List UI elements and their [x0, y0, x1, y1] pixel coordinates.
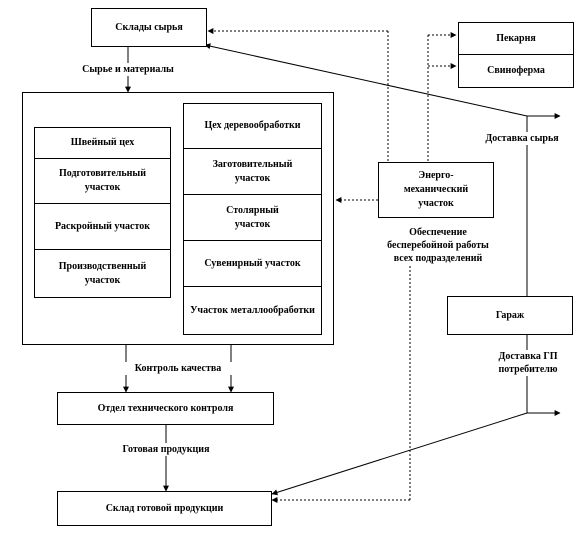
gp-delivery-line-1: Доставка ГП [498, 351, 558, 362]
raw-delivery-label: Доставка сырья [470, 132, 574, 145]
quality-control-label: Контроль качества [118, 362, 238, 375]
metalworking-section-cell: Участок металлообработки [184, 287, 321, 334]
raw-materials-label: Сырье и материалы [82, 63, 174, 76]
gp-delivery-line-2: потребителю [498, 364, 558, 375]
arrow-delivery-to-raw-warehouse [204, 43, 528, 117]
blank-section-cell: Заготовительный участок [184, 149, 321, 195]
pig-farm-cell: Свиноферма [459, 55, 573, 87]
prep-section-cell: Подготовительный участок [35, 159, 170, 204]
finished-warehouse-label: Склад готовой продукции [105, 502, 224, 514]
qc-department-box: Отдел технического контроля [57, 392, 274, 425]
production-section-label: Производственный участок [58, 260, 147, 286]
raw-warehouse-label: Склады сырья [115, 21, 183, 33]
production-section-cell: Производственный участок [35, 250, 170, 297]
farms-box: Пекарня Свиноферма [458, 22, 574, 88]
joinery-section-cell: Столярный участок [184, 195, 321, 241]
energy-section-box: Энерго-механический участок [378, 162, 494, 218]
pig-farm-label: Свиноферма [487, 65, 545, 76]
sewing-shop-cell: Швейный цех [35, 128, 170, 159]
uninterrupted-label: Обеспечение бесперебойной работы всех по… [368, 226, 508, 265]
gp-delivery-label: Доставка ГП потребителю [478, 350, 578, 376]
metalworking-section-label: Участок металлообработки [190, 304, 315, 316]
energy-section-label: Энерго-механический участок [403, 170, 469, 209]
cutting-section-label: Раскройный участок [54, 220, 151, 232]
finished-warehouse-box: Склад готовой продукции [57, 491, 272, 526]
qc-department-label: Отдел технического контроля [97, 402, 234, 414]
woodworking-shop-label: Цех деревообработки [204, 120, 301, 131]
finished-goods-label: Готовая продукция [104, 443, 228, 456]
woodworking-shop-cell: Цех деревообработки [184, 104, 321, 149]
arrow-gp-to-finished-warehouse [271, 412, 528, 496]
uninterrupted-line-3: всех подразделений [393, 253, 483, 264]
prep-section-label: Подготовительный участок [59, 168, 146, 193]
raw-warehouse-box: Склады сырья [91, 8, 207, 47]
uninterrupted-line-1: Обеспечение [409, 227, 467, 238]
bakery-label: Пекарня [496, 32, 536, 44]
souvenir-section-label: Сувенирный участок [204, 257, 301, 269]
sewing-shop-column: Швейный цех Подготовительный участок Рас… [34, 127, 171, 298]
garage-box: Гараж [447, 296, 573, 335]
uninterrupted-line-2: бесперебойной работы [387, 240, 489, 251]
cutting-section-cell: Раскройный участок [35, 204, 170, 250]
sewing-shop-label: Швейный цех [70, 137, 135, 148]
blank-section-label: Заготовительный участок [212, 158, 293, 184]
bakery-cell: Пекарня [459, 23, 573, 55]
joinery-section-label: Столярный участок [226, 204, 279, 230]
garage-label: Гараж [495, 309, 525, 321]
souvenir-section-cell: Сувенирный участок [184, 241, 321, 287]
woodworking-column: Цех деревообработки Заготовительный учас… [183, 103, 322, 335]
